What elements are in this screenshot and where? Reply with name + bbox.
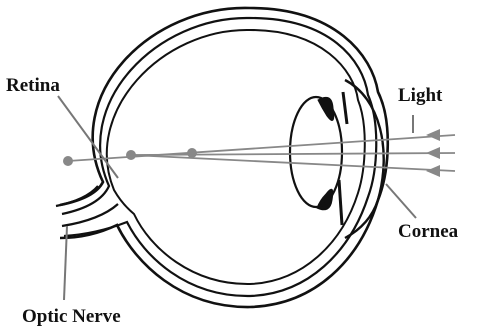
arrow-head-middle <box>426 147 440 159</box>
iris-lower <box>339 180 342 225</box>
focal-point-near <box>187 148 197 158</box>
optic-nerve-sheath-lower <box>62 204 118 226</box>
iris-upper <box>343 92 347 124</box>
light-ray-top <box>68 135 455 161</box>
arrow-head-top <box>426 129 440 141</box>
retina-label: Retina <box>6 76 60 95</box>
cornea-label: Cornea <box>398 222 458 241</box>
optic-nerve-label: Optic Nerve <box>22 307 121 326</box>
lens <box>290 97 342 207</box>
arrow-head-bottom <box>426 165 440 177</box>
focal-point-far <box>63 156 73 166</box>
light-ray-bottom <box>131 155 455 171</box>
light-label: Light <box>398 86 442 105</box>
cornea-leader <box>386 184 416 218</box>
sclera-middle <box>62 18 376 296</box>
sclera-inner <box>107 30 365 284</box>
focal-point-retina <box>126 150 136 160</box>
